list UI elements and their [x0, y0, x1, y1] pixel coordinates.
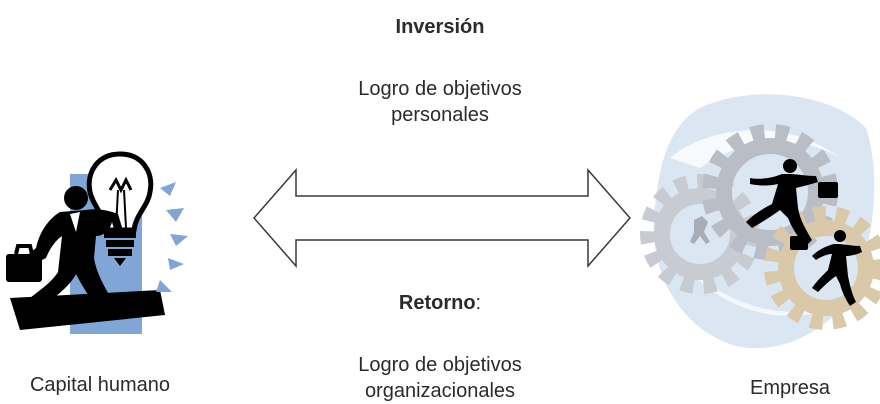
- personal-goals-text: Logro de objetivos personales: [290, 76, 590, 128]
- return-heading: Retorno:: [290, 290, 590, 316]
- company-label: Empresa: [749, 377, 831, 399]
- organizational-goals-line1: Logro de objetivos: [358, 354, 522, 376]
- return-heading-colon: :: [475, 292, 482, 314]
- gears-businessmen-icon: [640, 94, 880, 349]
- investment-heading: Inversión: [395, 16, 485, 38]
- return-heading-label: Retorno: [398, 292, 476, 314]
- double-headed-arrow: [253, 168, 631, 268]
- personal-goals-line2: personales: [391, 104, 489, 126]
- human-capital-label: Capital humano: [29, 374, 171, 396]
- lightbulb-businessman-icon: [6, 151, 188, 334]
- organizational-goals-line2: organizacionales: [364, 380, 516, 402]
- organizational-goals-text: Logro de objetivos organizacionales: [290, 352, 590, 404]
- personal-goals-line1: Logro de objetivos: [358, 78, 522, 100]
